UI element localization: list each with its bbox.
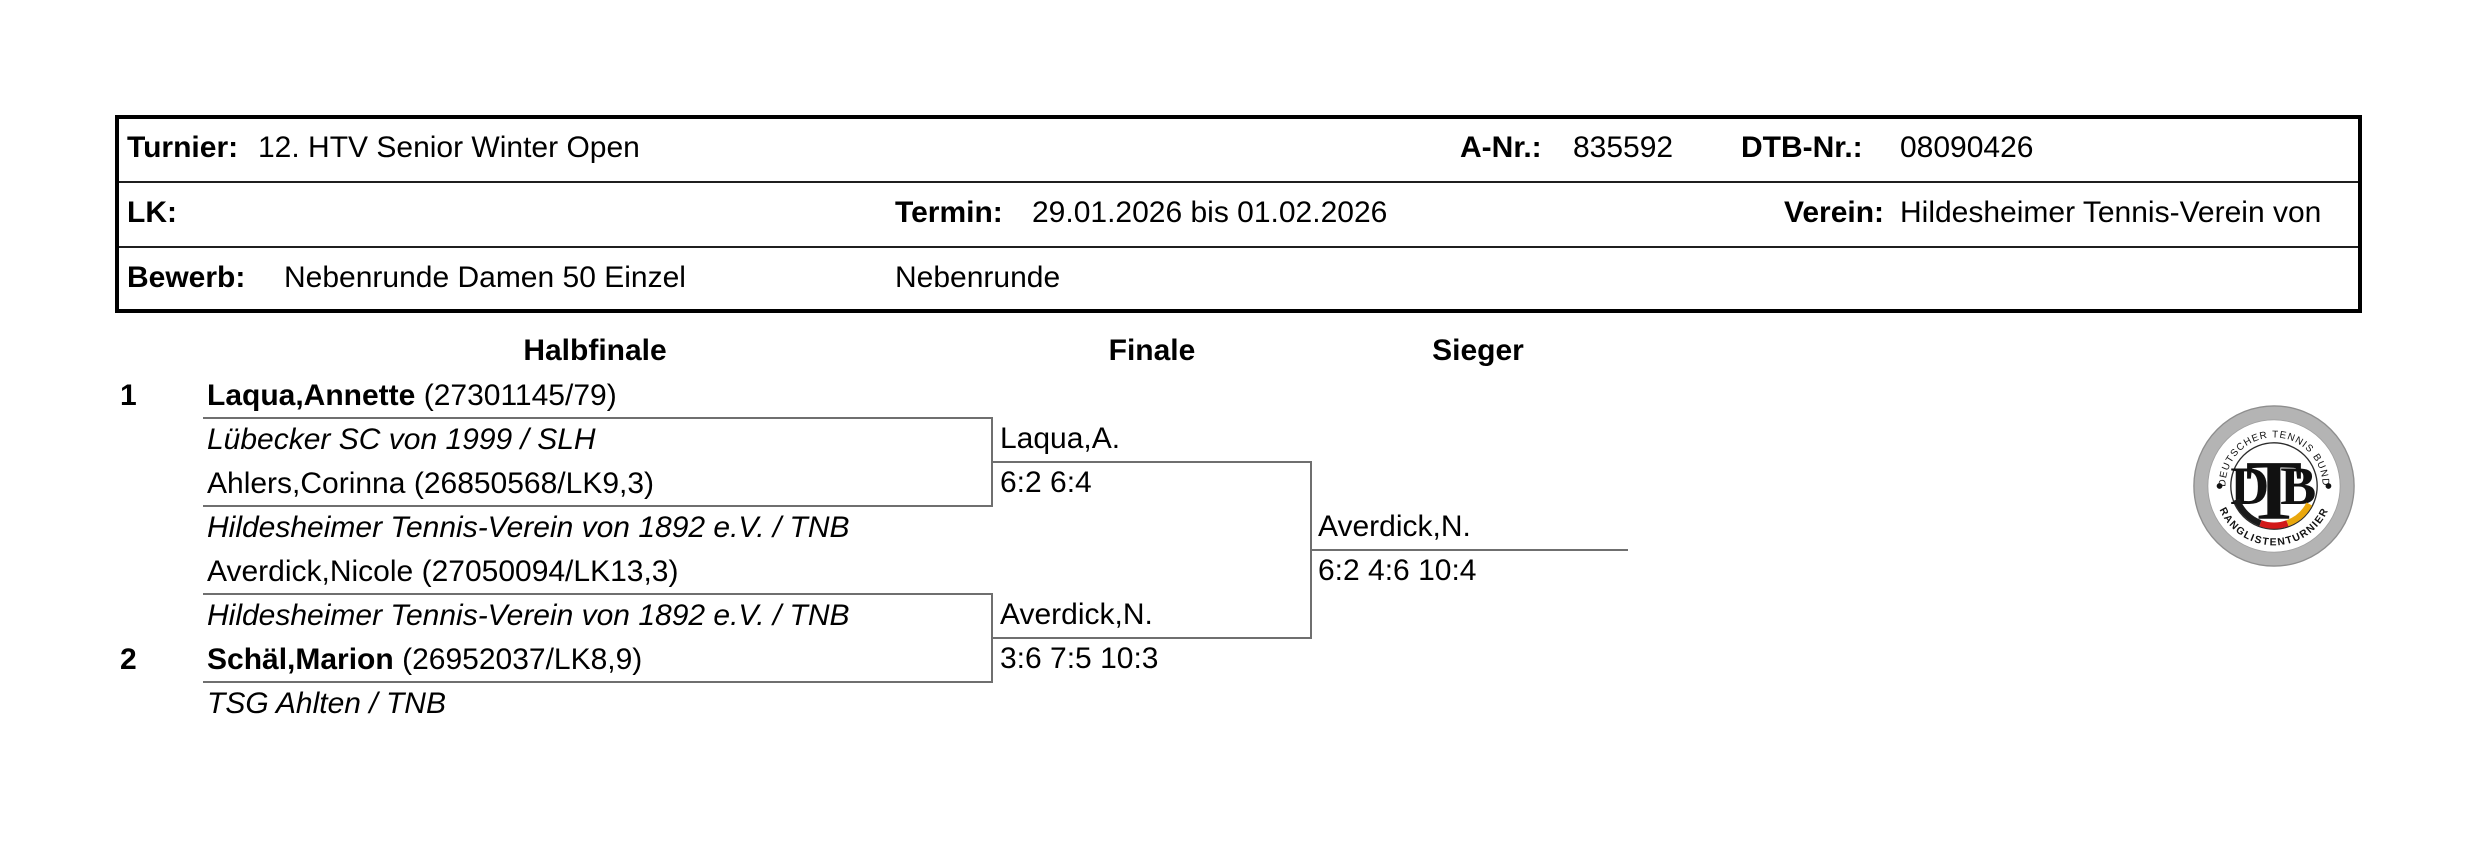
final-slot-line-1: [991, 461, 1312, 463]
club-row: Hildesheimer Tennis-Verein von 1892 e.V.…: [207, 511, 850, 544]
info-table-row-divider-2: [119, 246, 2358, 248]
final-slot-line-2: [991, 637, 1312, 639]
slot-line-2: [203, 505, 993, 507]
bewerb-value: Nebenrunde Damen 50 Einzel: [284, 261, 686, 294]
verein-value: Hildesheimer Tennis-Verein von: [1900, 198, 2322, 228]
player-id: (26850568/LK9,3): [413, 467, 655, 500]
champion-name: Averdick,N.: [1318, 510, 1471, 543]
player-row: Averdick,Nicole(27050094/LK13,3): [207, 557, 678, 587]
semifinal1-score: 6:2 6:4: [1000, 466, 1092, 499]
player-name: Schäl,Marion: [207, 643, 394, 676]
logo-dot-right-icon: [2325, 483, 2332, 489]
verein-label: Verein:: [1784, 196, 1885, 229]
semifinal2-score: 3:6 7:5 10:3: [1000, 642, 1159, 675]
logo-flag-black-arc: [2233, 498, 2262, 527]
player-row: Ahlers,Corinna(26850568/LK9,3): [207, 469, 654, 499]
champion-score: 6:2 4:6 10:4: [1318, 554, 1477, 587]
runde-value: Nebenrunde: [895, 261, 1061, 294]
logo-flag-red-arc: [2259, 520, 2289, 529]
player-name: Laqua,Annette: [207, 379, 416, 412]
seed-number-1: 1: [120, 379, 137, 412]
player-id: (27050094/LK13,3): [421, 555, 679, 588]
club-row: Lübecker SC von 1999 / SLH: [207, 423, 596, 456]
termin-label: Termin:: [895, 196, 1003, 229]
termin-value: 29.01.2026 bis 01.02.2026: [1032, 196, 1388, 229]
logo-text-band: [2207, 419, 2341, 553]
round-header-final: Finale: [1108, 334, 1196, 367]
info-table-row-divider-1: [119, 181, 2358, 183]
slot-line-3: [203, 593, 993, 595]
player-row: Schäl,Marion(26952037/LK8,9): [207, 645, 642, 675]
dtbnr-label: DTB-Nr.:: [1741, 131, 1863, 164]
lk-label: LK:: [127, 196, 177, 229]
player-name: Averdick,Nicole: [207, 555, 414, 588]
player-name: Ahlers,Corinna: [207, 467, 406, 500]
anr-label: A-Nr.:: [1460, 131, 1542, 164]
semifinal1-winner: Laqua,A.: [1000, 422, 1121, 455]
turnier-label: Turnier:: [127, 131, 239, 164]
anr-value: 835592: [1573, 131, 1674, 164]
winner-line: [1310, 549, 1628, 551]
club-row: TSG Ahlten / TNB: [207, 687, 446, 720]
logo-flag-gold-arc: [2286, 502, 2313, 527]
round-header-winner: Sieger: [1432, 334, 1524, 367]
dtbnr-value: 08090426: [1900, 131, 2034, 164]
logo-inner-circle: [2230, 442, 2318, 530]
club-row: Hildesheimer Tennis-Verein von 1892 e.V.…: [207, 599, 850, 632]
info-table: [115, 115, 2362, 313]
turnier-value: 12. HTV Senior Winter Open: [258, 131, 640, 164]
player-id: (27301145/79): [423, 379, 617, 412]
player-id: (26952037/LK8,9): [402, 643, 643, 676]
semifinal2-winner: Averdick,N.: [1000, 598, 1153, 631]
slot-line-4: [203, 681, 993, 683]
round-header-semifinal: Halbfinale: [523, 334, 667, 367]
logo-dot-left-icon: [2216, 483, 2223, 489]
bewerb-label: Bewerb:: [127, 261, 246, 294]
slot-line-1: [203, 417, 993, 419]
player-row: Laqua,Annette(27301145/79): [207, 381, 617, 411]
seed-number-2: 2: [120, 643, 137, 676]
dtb-ranglistenturnier-logo: DEUTSCHER TENNIS BUND RANGLISTENTURNIER …: [2193, 405, 2355, 567]
